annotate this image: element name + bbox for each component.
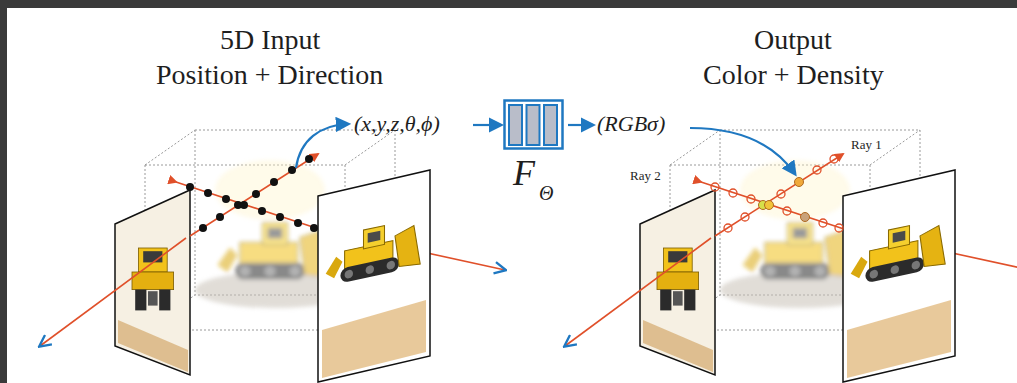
input-tuple: (x,y,z,θ,ϕ) bbox=[354, 111, 440, 137]
network-box: FΘ bbox=[503, 99, 567, 205]
output-tuple: (RGBσ) bbox=[597, 111, 665, 137]
panel-heading: Output bbox=[754, 24, 832, 56]
frame-bar bbox=[0, 0, 1017, 8]
frame-bar bbox=[0, 0, 7, 383]
input-panel bbox=[40, 130, 505, 382]
ray-label: Ray 2 bbox=[628, 168, 663, 184]
panel-heading: 5D Input bbox=[220, 24, 320, 56]
mlp-symbol bbox=[503, 99, 565, 151]
function-subscript: Θ bbox=[539, 183, 553, 203]
panel-subheading: Position + Direction bbox=[156, 59, 383, 91]
panel-subheading: Color + Density bbox=[703, 59, 884, 91]
function-symbol: F bbox=[513, 155, 535, 191]
ray-label: Ray 1 bbox=[849, 137, 884, 153]
